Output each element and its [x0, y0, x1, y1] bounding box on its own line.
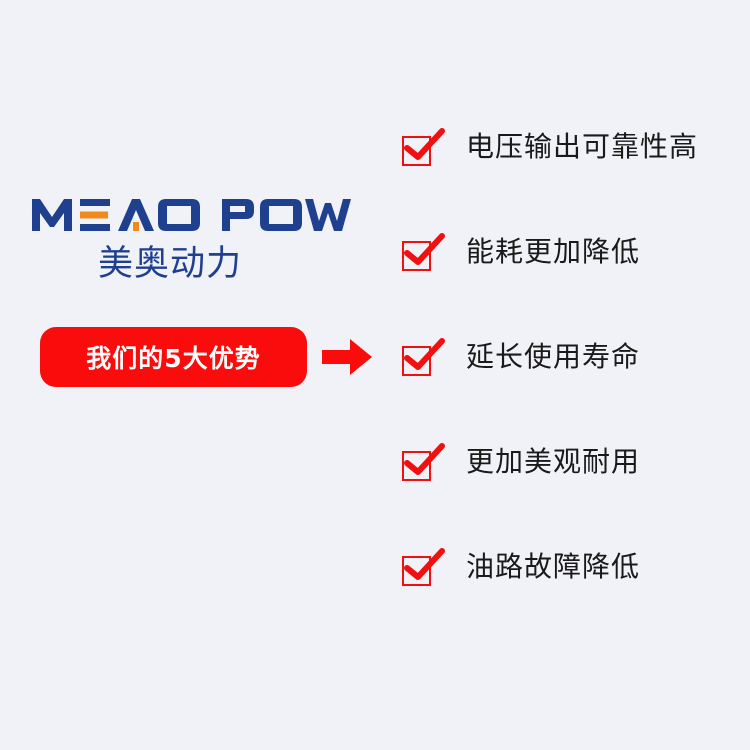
feature-label: 延长使用寿命 — [466, 340, 641, 373]
brand-logo-cn: 美奥动力 — [98, 244, 243, 284]
feature-label: 更加美观耐用 — [466, 445, 641, 478]
advantages-callout-label: 我们的5大优势 — [86, 344, 261, 373]
feature-label: 能耗更加降低 — [466, 235, 641, 268]
feature-label: 油路故障降低 — [466, 550, 641, 583]
right-arrow-icon — [322, 339, 372, 375]
feature-item: 延长使用寿命 — [401, 337, 640, 377]
feature-item: 更加美观耐用 — [401, 442, 640, 482]
feature-item: 电压输出可靠性高 — [401, 127, 698, 167]
checkbox-checked-icon — [402, 548, 445, 586]
brand-logo-wordmark: MEAO POWER — [32, 199, 351, 231]
advantages-callout: 我们的5大优势 — [40, 327, 307, 387]
checkbox-checked-icon — [402, 338, 445, 376]
checkbox-checked-icon — [402, 128, 445, 166]
checkbox-checked-icon — [402, 233, 445, 271]
feature-item: 能耗更加降低 — [401, 232, 640, 272]
checkbox-checked-icon — [402, 443, 445, 481]
feature-item: 油路故障降低 — [401, 547, 640, 587]
feature-label: 电压输出可靠性高 — [466, 130, 699, 163]
